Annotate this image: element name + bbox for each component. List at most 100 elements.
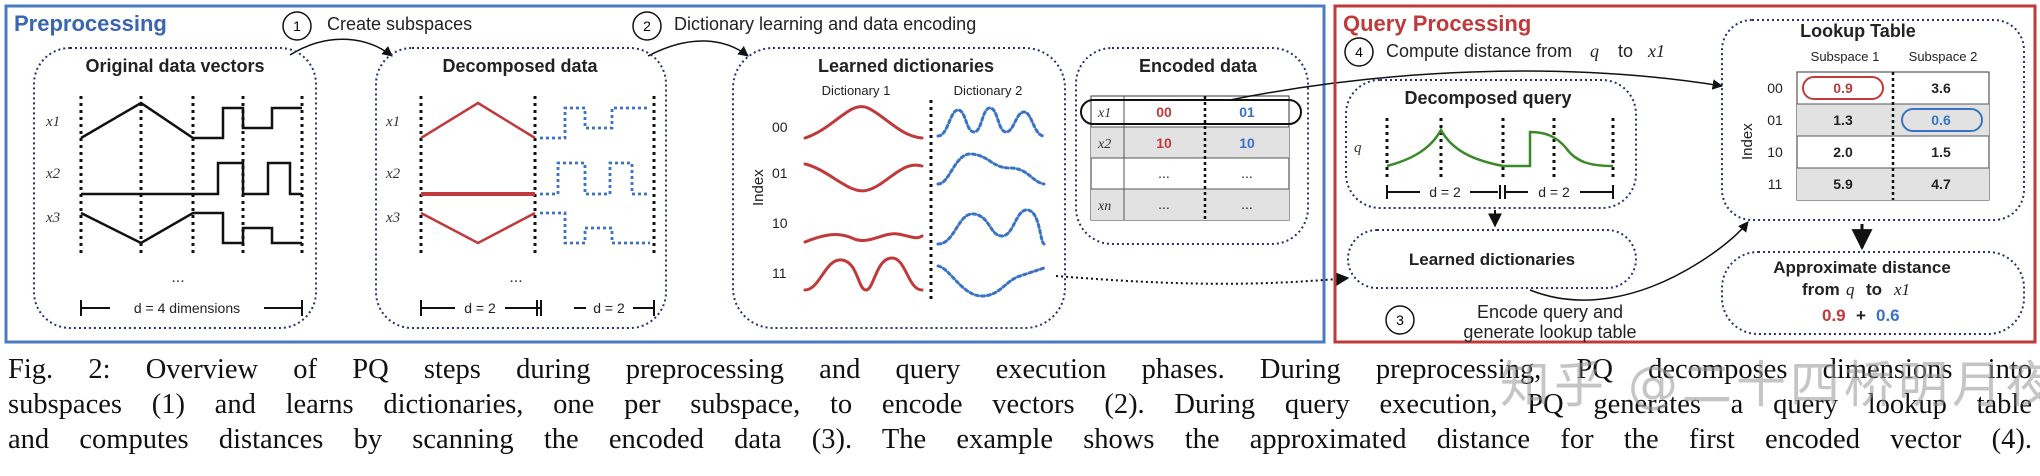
lookup-00-s2: 3.6 bbox=[1931, 80, 1951, 96]
dict1-code01-curve bbox=[803, 162, 924, 193]
original-row-label-x1: x1 bbox=[45, 114, 60, 130]
query-row-label: q bbox=[1354, 140, 1362, 156]
step1-number: 1 bbox=[293, 18, 301, 34]
decomposed-row-label-x3: x3 bbox=[385, 210, 400, 226]
lookup-table-box bbox=[1721, 19, 2025, 221]
encoded-x1-c2: 01 bbox=[1239, 104, 1255, 120]
original-vector-x2 bbox=[81, 161, 302, 196]
encoded-xn-c1: ... bbox=[1158, 196, 1170, 212]
encoded-row-label-x1: x1 bbox=[1097, 106, 1111, 121]
dict-code-01: 01 bbox=[772, 165, 788, 181]
figure-caption: Fig. 2: Overview of PQ steps during prep… bbox=[8, 352, 2032, 457]
original-dim-label: d = 4 dimensions bbox=[134, 300, 240, 316]
lookup-table-title: Lookup Table bbox=[1800, 21, 1916, 41]
step4-circle bbox=[1344, 37, 1374, 67]
caption-line: and computes distances by scanning the e… bbox=[8, 424, 2032, 455]
dict2-code00-curve bbox=[936, 106, 1046, 138]
dict1-code00-curve bbox=[803, 105, 924, 140]
query-title: Query Processing bbox=[1343, 11, 1531, 36]
caption-line: subspaces (1) and learns dictionaries, o… bbox=[8, 389, 2032, 420]
dict-code-00: 00 bbox=[772, 119, 788, 135]
lookup-code-10: 10 bbox=[1767, 144, 1783, 160]
encoded-data-title: Encoded data bbox=[1139, 56, 1258, 76]
learned-dictionaries-box bbox=[732, 47, 1066, 329]
lookup-highlight-subspace2 bbox=[1901, 108, 1983, 132]
encoded-row-label-xn: xn bbox=[1097, 199, 1111, 214]
step3-line2: generate lookup table bbox=[1463, 322, 1636, 342]
lookup-00-s1: 0.9 bbox=[1833, 80, 1853, 96]
original-vector-x3 bbox=[80, 211, 302, 245]
encoded-x2-c1: 10 bbox=[1156, 135, 1172, 151]
decomposed-x1-subspace1 bbox=[420, 101, 536, 140]
original-vectors-box bbox=[33, 47, 317, 329]
decomposed-x1-subspace2 bbox=[540, 106, 650, 140]
encoded-table bbox=[1090, 95, 1290, 221]
query-learned-dictionaries-title: Learned dictionaries bbox=[1409, 250, 1575, 269]
lookup-col1-label: Subspace 1 bbox=[1811, 49, 1880, 64]
lookup-code-11: 11 bbox=[1768, 176, 1783, 192]
dict-code-10: 10 bbox=[772, 215, 788, 231]
query-learned-dictionaries-box bbox=[1347, 229, 1637, 289]
encoded-x2-c2: 10 bbox=[1239, 135, 1255, 151]
lookup-10-s2: 1.5 bbox=[1931, 144, 1951, 160]
original-vector-x1 bbox=[80, 101, 302, 140]
decomposed-ellipsis: ... bbox=[509, 269, 522, 286]
dict2-code11-curve bbox=[936, 264, 1046, 298]
step4-label: Compute distance from bbox=[1386, 41, 1572, 61]
query-dim-bar bbox=[1386, 185, 1614, 199]
query-dim-right: d = 2 bbox=[1538, 184, 1570, 200]
step4-q: q bbox=[1590, 41, 1599, 61]
original-row-label-x2: x2 bbox=[45, 166, 61, 182]
decomposed-dim-right: d = 2 bbox=[593, 300, 625, 316]
step3-line1: Encode query and bbox=[1477, 302, 1623, 322]
dict2-code01-curve bbox=[936, 152, 1046, 186]
lookup-table-grid bbox=[1796, 71, 1990, 201]
step3-circle bbox=[1385, 305, 1415, 335]
encoded-x1-c1: 00 bbox=[1156, 104, 1172, 120]
encoded-row-label-x2: x2 bbox=[1097, 137, 1111, 152]
dict1-code10-curve bbox=[803, 232, 924, 244]
original-vectors-title: Original data vectors bbox=[85, 56, 264, 76]
lookup-01-s2: 0.6 bbox=[1931, 112, 1951, 128]
x1-to-lookup-arrow bbox=[1229, 70, 1724, 101]
step2-circle bbox=[632, 11, 662, 41]
dictionary2-label: Dictionary 2 bbox=[954, 83, 1023, 98]
lookup-col2-label: Subspace 2 bbox=[1909, 49, 1978, 64]
original-ellipsis: ... bbox=[171, 269, 184, 286]
lookup-code-00: 00 bbox=[1767, 80, 1783, 96]
decomposed-row-label-x2: x2 bbox=[385, 166, 401, 182]
dictionaries-to-query-arrow bbox=[1055, 272, 1350, 287]
query-dividers bbox=[1385, 118, 1615, 180]
decomposed-dim-bar bbox=[420, 300, 655, 316]
encoded-data-box bbox=[1075, 47, 1309, 245]
approx-distance-box bbox=[1721, 251, 2025, 335]
approx-value2: 0.6 bbox=[1876, 306, 1900, 325]
decomposed-dividers bbox=[419, 96, 656, 256]
step2-arrow bbox=[647, 40, 749, 57]
step4-number: 4 bbox=[1355, 44, 1363, 60]
dictionary1-label: Dictionary 1 bbox=[822, 83, 891, 98]
decomposed-query-title: Decomposed query bbox=[1404, 88, 1571, 108]
approx-to: to bbox=[1866, 280, 1882, 299]
step2-label: Dictionary learning and data encoding bbox=[674, 14, 976, 34]
approx-q: q bbox=[1846, 280, 1855, 299]
learned-dictionaries-title: Learned dictionaries bbox=[818, 56, 994, 76]
step4-x: x1 bbox=[1647, 41, 1665, 61]
dict1-code11-curve bbox=[803, 256, 924, 292]
encoded-xn-c2: ... bbox=[1241, 196, 1253, 212]
decomposed-data-title: Decomposed data bbox=[442, 56, 598, 76]
pq-diagram: Preprocessing 1 Create subspaces 2 Dicti… bbox=[4, 4, 2037, 344]
lookup-01-s1: 1.3 bbox=[1833, 112, 1853, 128]
lookup-10-s1: 2.0 bbox=[1833, 144, 1853, 160]
dict2-code10-curve bbox=[936, 208, 1046, 246]
encoded-ellipsis-c1: ... bbox=[1158, 165, 1170, 181]
dictionaries-to-lookup-arrow bbox=[1529, 221, 1749, 301]
lookup-code-01: 01 bbox=[1767, 112, 1783, 128]
decomposed-x3-subspace1 bbox=[420, 211, 536, 245]
query-panel bbox=[1333, 4, 2037, 344]
approx-plus: + bbox=[1856, 306, 1866, 325]
preprocessing-title: Preprocessing bbox=[14, 11, 167, 36]
lookup-11-s1: 5.9 bbox=[1833, 176, 1853, 192]
step2-number: 2 bbox=[643, 18, 651, 34]
original-row-label-x3: x3 bbox=[45, 210, 60, 226]
